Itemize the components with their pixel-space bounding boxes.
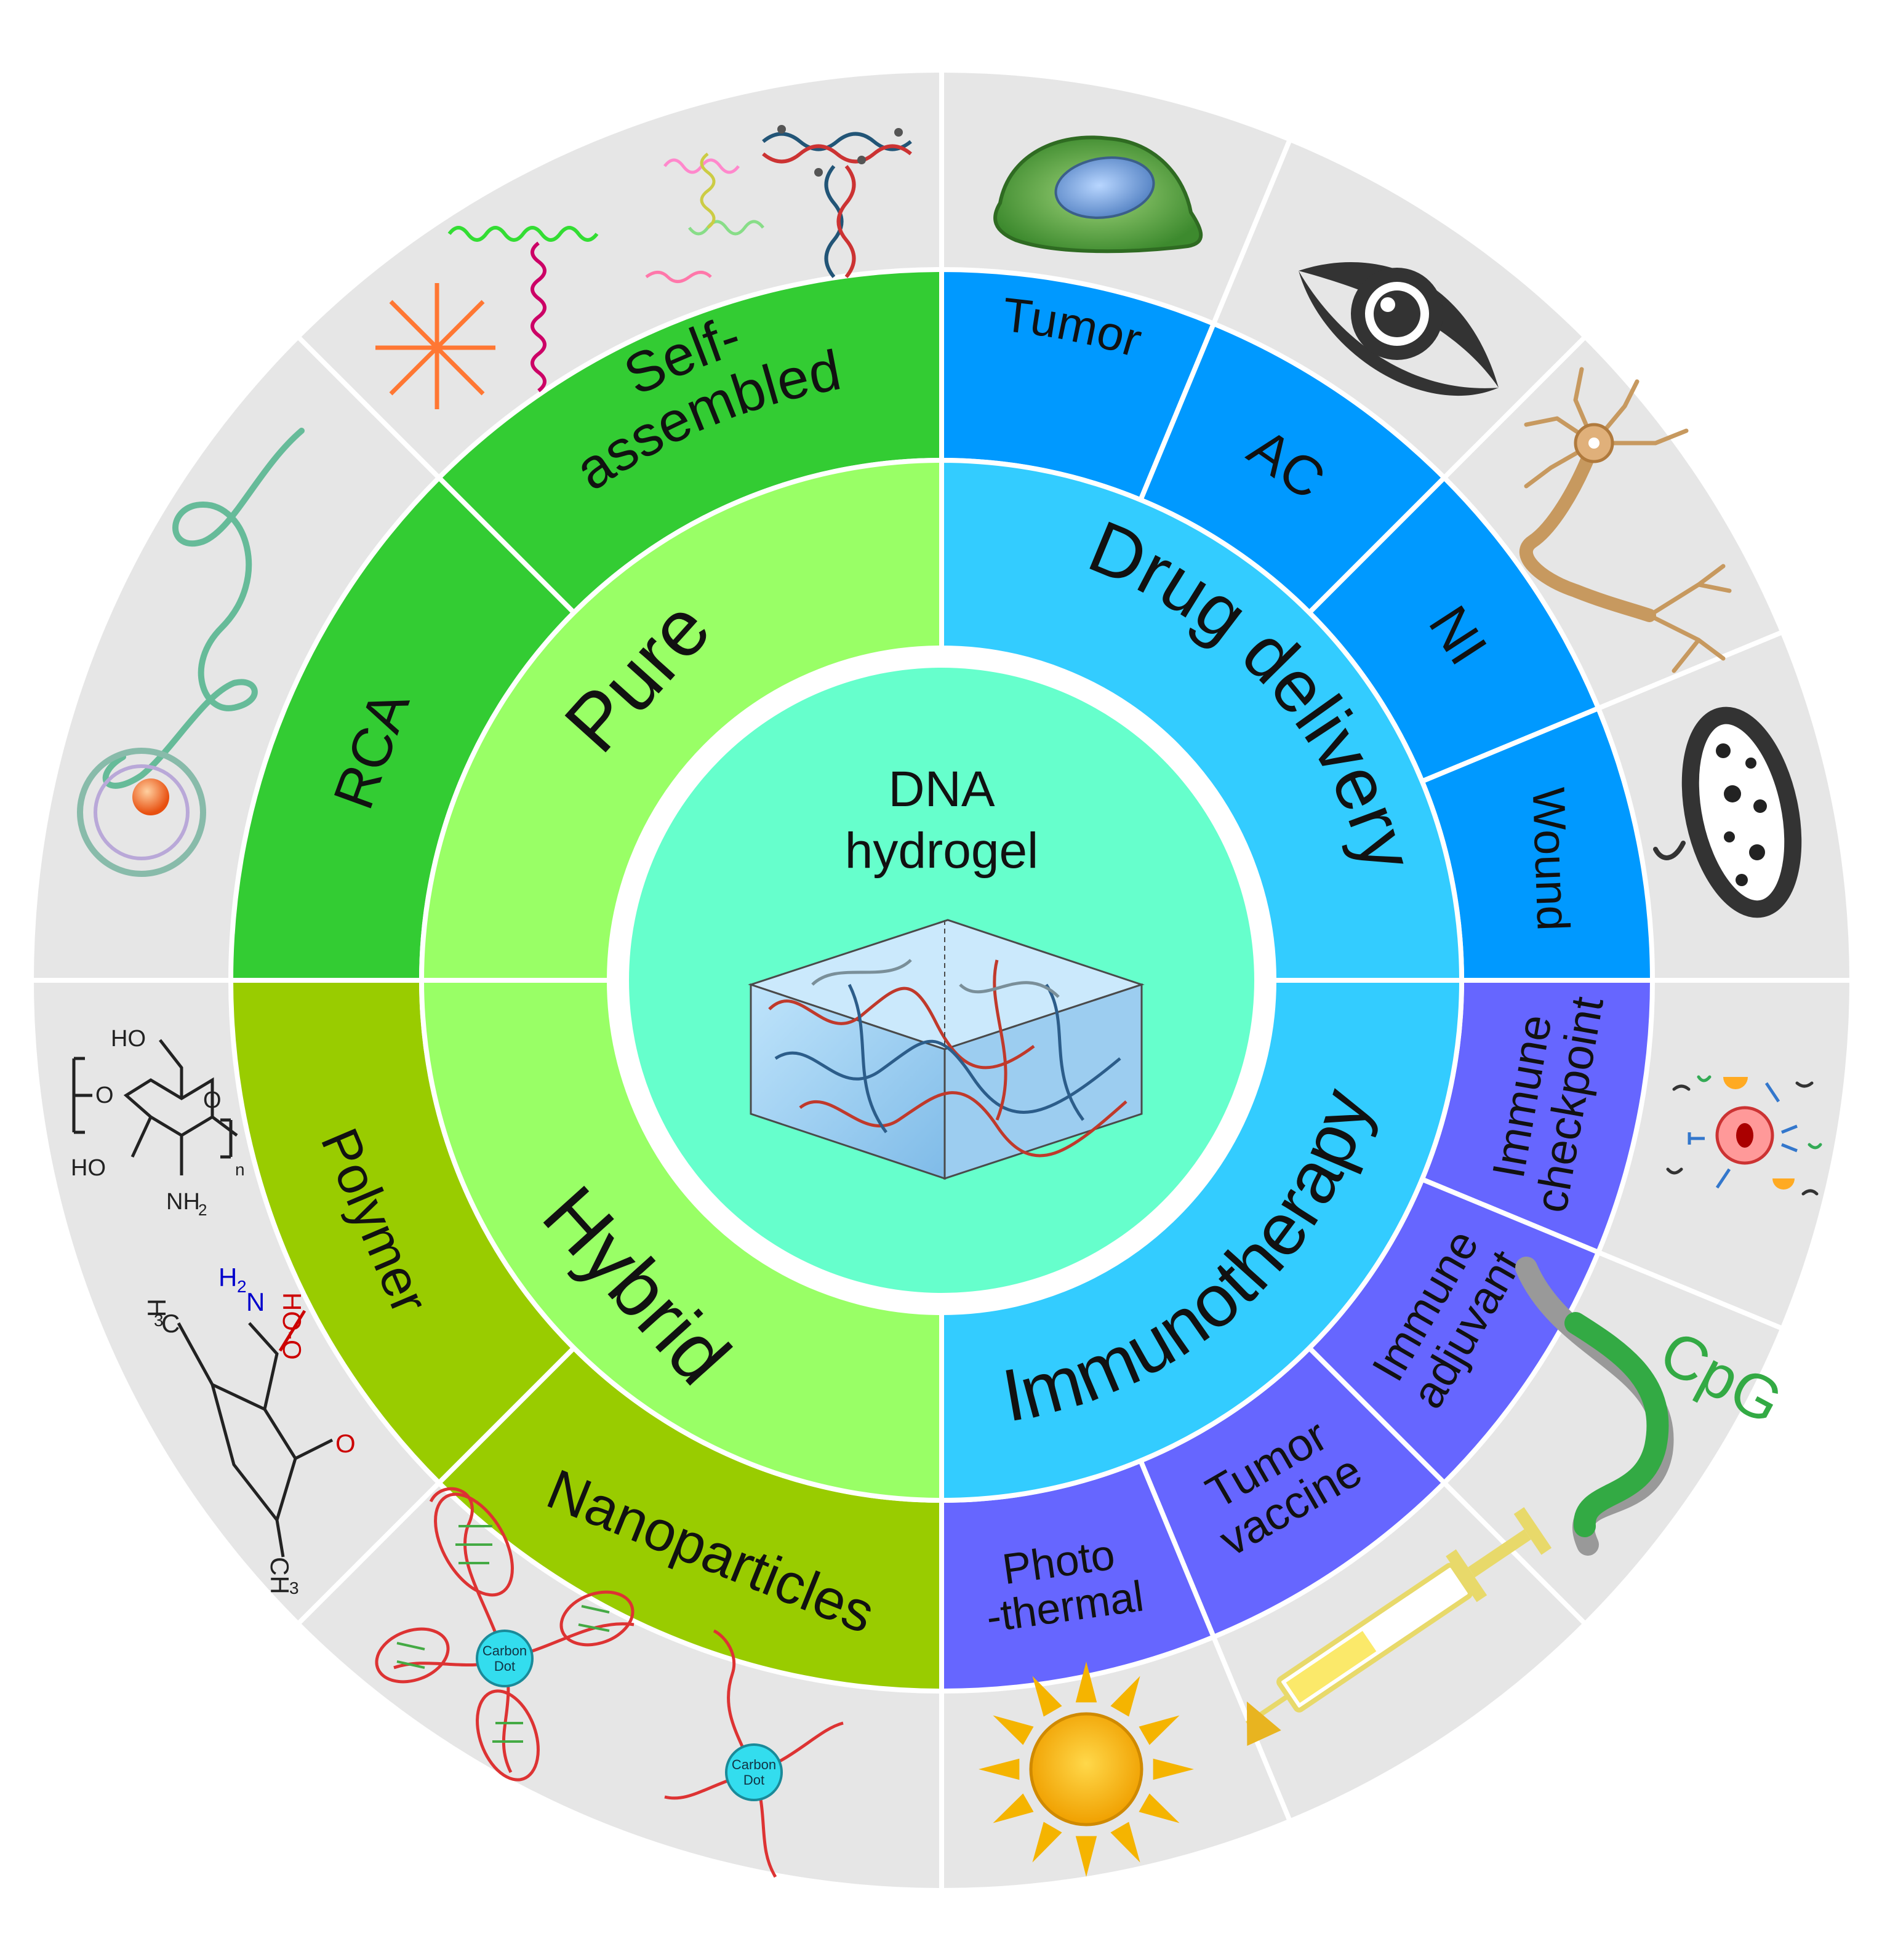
carbon-dot-label-1a: Carbon [483,1643,527,1658]
sun-ray [1110,1822,1140,1863]
carbon-dot-label-2a: Carbon [732,1757,776,1772]
chem-o-left: O [95,1082,114,1108]
center-title-line2: hydrogel [845,823,1039,879]
eye-icon [1299,262,1499,396]
outer-divider-ac [1211,138,1292,325]
chem-ho-bottom: HO [71,1155,106,1181]
chem-h3c-h: H [142,1298,171,1317]
dna-hydrogel-cube-icon [748,919,1145,1180]
outer-divider-vaccine [1442,1481,1587,1626]
middle-label-wound-line1: Wound [1523,786,1579,932]
tumor-cell-icon [993,135,1203,254]
outer-divider-adjuvant [1597,1250,1784,1331]
chem-nh-sub: 2 [198,1201,207,1219]
immune-checkpoint-icon [1666,1075,1822,1196]
carbon-dot-label-1b: Dot [494,1658,515,1674]
carbon-dot-nanoparticle-icon: Carbon Dot Carbon Dot [375,1487,844,1878]
sun-ray [1075,1662,1097,1703]
syringe-icon [1245,1507,1552,1746]
polymer-chemical-structures-icon: HO O O HO NH 2 n H 3 C H 2 N HO-O O CH 3 [71,1026,356,1598]
chem-hoo: HO-O [278,1292,306,1360]
chem-h3c-sub: 3 [154,1311,164,1330]
sun-icon [979,1662,1194,1877]
sun-ray [993,1793,1034,1823]
sun-ray [993,1715,1034,1745]
sun-ray [1032,1822,1062,1863]
sun-ray [1032,1676,1062,1717]
outer-divider-wound [1597,630,1784,711]
neuron-icon [1519,367,1732,673]
chem-ch3-sub: 3 [289,1578,299,1598]
sun-ray [1139,1715,1180,1745]
bacterium-icon [1653,706,1802,918]
rca-dna-strand-icon [77,428,305,877]
middle-label-wound: Wound [1523,786,1579,932]
chem-nh: NH [166,1189,200,1215]
chem-ring-o: O [203,1087,222,1113]
sun-ray [1075,1836,1097,1877]
chem-n-sub: n [235,1160,245,1179]
sun-ray [1110,1676,1140,1717]
outer-divider-nano [296,1481,441,1626]
self-assembled-dna-structures-icon [375,125,912,409]
chem-ch3: CH [265,1557,294,1594]
outer-divider-ni [1442,335,1587,480]
carbon-dot-label-2b: Dot [743,1772,764,1788]
chem-h2n-h: H [218,1263,237,1292]
middle-ring: Self-assembledRCATumorACNIWoundImmuneche… [228,266,1656,1694]
chem-ho-top: HO [111,1026,146,1052]
chem-h3c-c: C [161,1309,180,1338]
outer-divider-rca [296,335,441,480]
sun-ray [1139,1793,1180,1823]
sun-ray [979,1758,1020,1780]
center-title-line1: DNA [888,761,995,817]
chem-keto-o: O [335,1429,356,1458]
chem-h2n-sub: 2 [237,1277,247,1296]
chem-h2n-n: N [246,1287,265,1316]
sun-ray [1153,1758,1194,1780]
